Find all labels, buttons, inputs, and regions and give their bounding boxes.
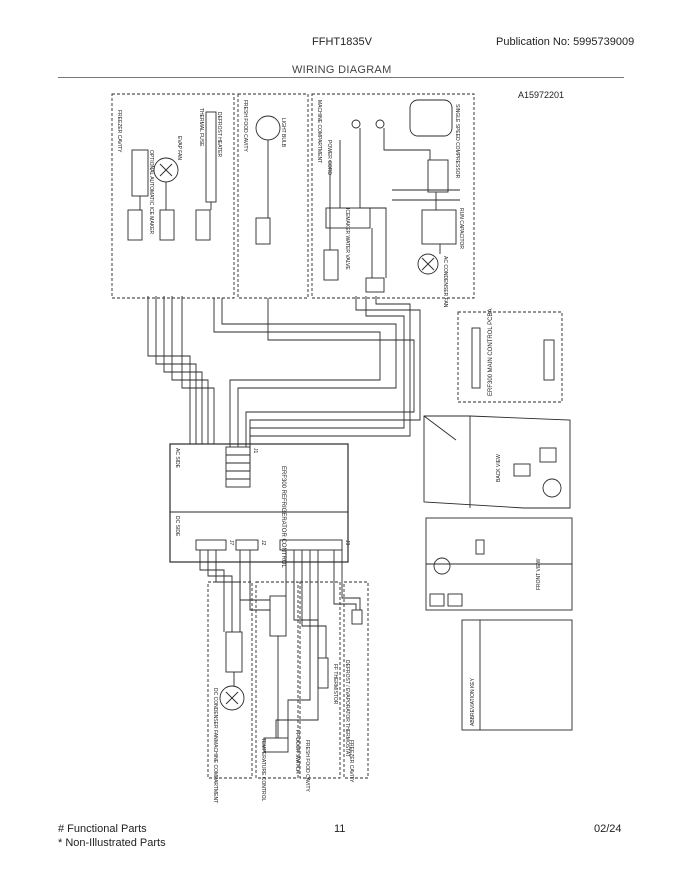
label-compressor: SINGLE SPEED COMPRESSOR	[454, 104, 460, 179]
page-title: WIRING DIAGRAM	[292, 64, 392, 76]
label-dc-condenser-fan: DC CONDENSER FAN	[212, 688, 218, 740]
header-divider	[58, 77, 624, 78]
label-power-cord: POWER CORD	[326, 140, 332, 175]
label-connector-table: ABBREVIATION KEY	[470, 677, 476, 726]
label-light-bulb: LIGHT BULB	[280, 118, 286, 148]
model-number: FFHT1835V	[312, 36, 372, 48]
label-fresh-food-top: FRESH FOOD CAVITY	[242, 100, 248, 153]
label-temp-control: TEMPERATURE CONTROL	[260, 738, 266, 801]
label-j2: J2	[260, 540, 266, 546]
fresh-food-cavity-top-box	[237, 93, 309, 299]
label-evap-fan: EVAP FAN	[176, 136, 182, 160]
label-defrost-heater: DEFROST HEATER	[216, 112, 222, 157]
label-j1: J1	[252, 448, 258, 454]
machine-compartment-top-box	[311, 93, 475, 299]
publication-label: Publication No:	[496, 36, 570, 48]
label-fresh-food-bottom: FRESH FOOD CAVITY	[304, 740, 310, 793]
freezer-cavity-bottom-box	[343, 581, 369, 779]
pcba-outline	[457, 311, 563, 403]
label-machine-bottom: MACHINE COMPARTMENT	[212, 740, 218, 803]
abbreviation-table-box	[461, 619, 573, 731]
figure-id: A15972201	[518, 90, 564, 100]
label-run-capacitor: RUN CAPACITOR	[458, 208, 464, 249]
label-front-view: FRONT VIEW	[536, 558, 542, 590]
label-freezer-bottom: FREEZER CAVITY	[348, 740, 354, 783]
label-j3: J3	[344, 540, 350, 546]
label-ac-side: AC SIDE	[174, 448, 180, 469]
label-board-pcba: ERF300 MAIN CONTROL PCBA	[488, 309, 494, 396]
label-defrost-thermostat: DEFROST / EVAPORATOR THERMOSTAT	[344, 660, 350, 757]
label-ff-thermistor: FF THERMISTOR	[332, 664, 338, 705]
functional-parts-note: # Functional Parts	[58, 823, 147, 835]
label-back-view: BACK VIEW	[496, 454, 502, 482]
label-ac-condenser-fan: AC CONDENSER FAN	[442, 256, 448, 308]
label-machine-top: MACHINE COMPARTMENT	[316, 100, 322, 163]
label-freezer-top: FREEZER CAVITY	[116, 110, 122, 153]
light-bulb-symbol	[255, 115, 281, 141]
label-control-board: ERF300 REFRIGERATOR CONTROL	[280, 466, 286, 568]
publication-number: 5995739009	[573, 36, 635, 48]
non-illustrated-note: * Non-Illustrated Parts	[58, 837, 166, 849]
control-board-box	[169, 443, 349, 563]
page-number: 11	[334, 823, 346, 835]
revision-date: 02/24	[594, 823, 622, 835]
label-thermal-fuse: THERMAL FUSE	[198, 108, 204, 147]
label-j7: J7	[228, 540, 234, 546]
label-door-switch: FF DOOR SWITCH	[294, 730, 300, 774]
dc-condenser-fan-symbol	[219, 685, 245, 711]
label-auto-ice: OPTIONAL AUTOMATIC ICE MAKER	[148, 150, 154, 234]
label-dc-side: DC SIDE	[174, 516, 180, 537]
temp-control-box	[255, 581, 299, 779]
label-ice-valve: ICEMAKER WATER VALVE	[344, 208, 350, 270]
ac-condenser-fan-symbol	[417, 253, 439, 275]
publication-info: Publication No: 5995739009	[496, 36, 634, 48]
freezer-cavity-top-box	[111, 93, 235, 299]
fresh-food-cavity-bottom-box	[299, 581, 341, 779]
